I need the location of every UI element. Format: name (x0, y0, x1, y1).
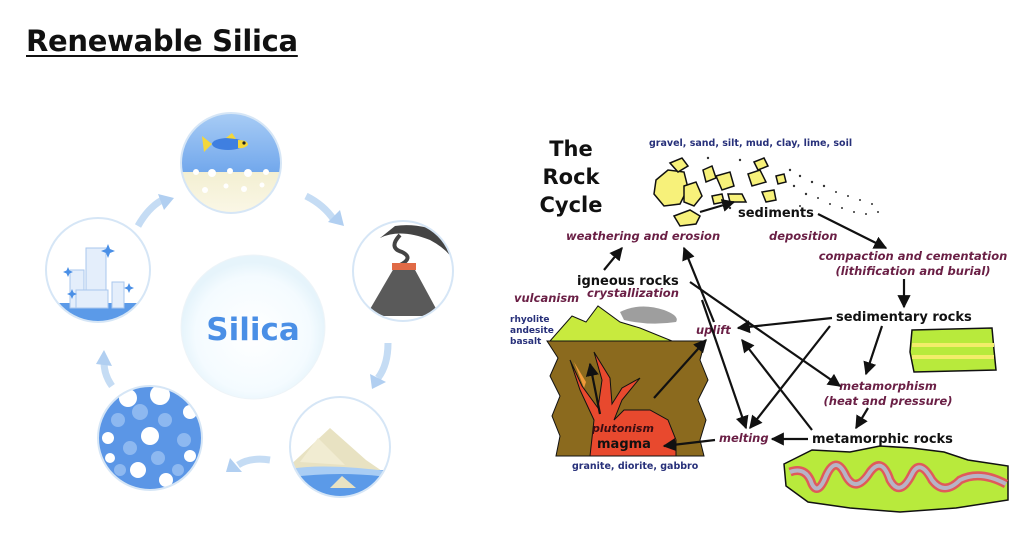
arrow-magma-to-uplift (653, 339, 707, 399)
volcanic-rock-rhyolite: rhyolite (510, 315, 549, 325)
arrow-sedimentary-to-melting (749, 325, 831, 430)
volcanic-rock-basalt: basalt (510, 337, 542, 347)
arrow-3 (236, 455, 271, 469)
arrow-melting-to-magma (662, 438, 716, 452)
title-line-2: Rock (542, 165, 600, 189)
arrow-1 (304, 192, 337, 223)
title-line-3: Cycle (540, 193, 603, 217)
node-metamorphic-rocks: metamorphic rocks (812, 432, 953, 447)
sedimentary-rock-illustration (909, 327, 997, 373)
arrow-igneous-to-metamorphism (689, 281, 842, 387)
cycle-arrows (96, 192, 392, 472)
process-melting: melting (719, 431, 769, 445)
silica-center-label: Silica (206, 312, 300, 348)
stage-ocean-diatoms (180, 112, 282, 214)
plutonic-rocks-label: granite, diorite, gabbro (572, 461, 699, 472)
rock-cycle-arrows (585, 199, 911, 452)
arrow-5 (134, 196, 164, 228)
process-heat-pressure: (heat and pressure) (824, 394, 953, 408)
process-deposition: deposition (769, 229, 837, 243)
process-lithification: (lithification and burial) (835, 264, 990, 278)
arrow-uplift-to-weathering (682, 246, 716, 323)
arrow-to-sediments (699, 199, 736, 214)
node-igneous-rocks: igneous rocks (577, 274, 679, 289)
process-compaction: compaction and cementation (819, 249, 1008, 263)
arrow-head-1 (328, 210, 344, 226)
stage-sand (289, 396, 391, 498)
stage-industry (45, 217, 151, 323)
process-crystallization: crystallization (587, 286, 679, 300)
process-weathering: weathering and erosion (566, 229, 720, 243)
arrow-2 (375, 342, 392, 381)
process-plutonism: plutonism (591, 422, 654, 435)
node-magma: magma (597, 437, 651, 452)
process-uplift: uplift (696, 323, 731, 337)
process-metamorphism: metamorphism (839, 379, 937, 393)
slide-title: Renewable Silica (26, 24, 298, 58)
arrow-head-4 (96, 350, 112, 366)
node-sediments: sediments (738, 206, 814, 221)
metamorphic-rock-illustration (783, 445, 1009, 513)
process-vulcanism: vulcanism (514, 291, 579, 305)
fish-icon (202, 133, 248, 152)
sediment-particles-illustration (653, 157, 787, 227)
stage-volcano (352, 220, 454, 322)
sediment-types-label: gravel, sand, silt, mud, clay, lime, soi… (649, 138, 852, 149)
arrow-to-compaction (817, 213, 888, 249)
rock-cycle-title: The Rock Cycle (540, 137, 603, 217)
arrow-head-2 (370, 374, 386, 389)
arrow-metamorphic-to-uplift (741, 338, 813, 431)
arrow-igneous-to-weathering (603, 246, 623, 271)
title-line-1: The (549, 137, 593, 161)
stage-porous-silica (97, 385, 203, 491)
arrow-crystallization-to-melting (700, 299, 749, 430)
arrow-head-5 (158, 194, 174, 210)
arrow-sedimentary-to-uplift (736, 316, 833, 334)
arrow-sedimentary-to-metamorphism (863, 325, 884, 376)
arrow-plutonism (585, 362, 602, 415)
arrow-head-3 (226, 458, 242, 472)
arrow-to-metamorphic (855, 407, 869, 430)
node-sedimentary-rocks: sedimentary rocks (836, 310, 972, 325)
silica-center-circle (180, 254, 326, 400)
volcanic-rock-andesite: andesite (510, 326, 554, 336)
